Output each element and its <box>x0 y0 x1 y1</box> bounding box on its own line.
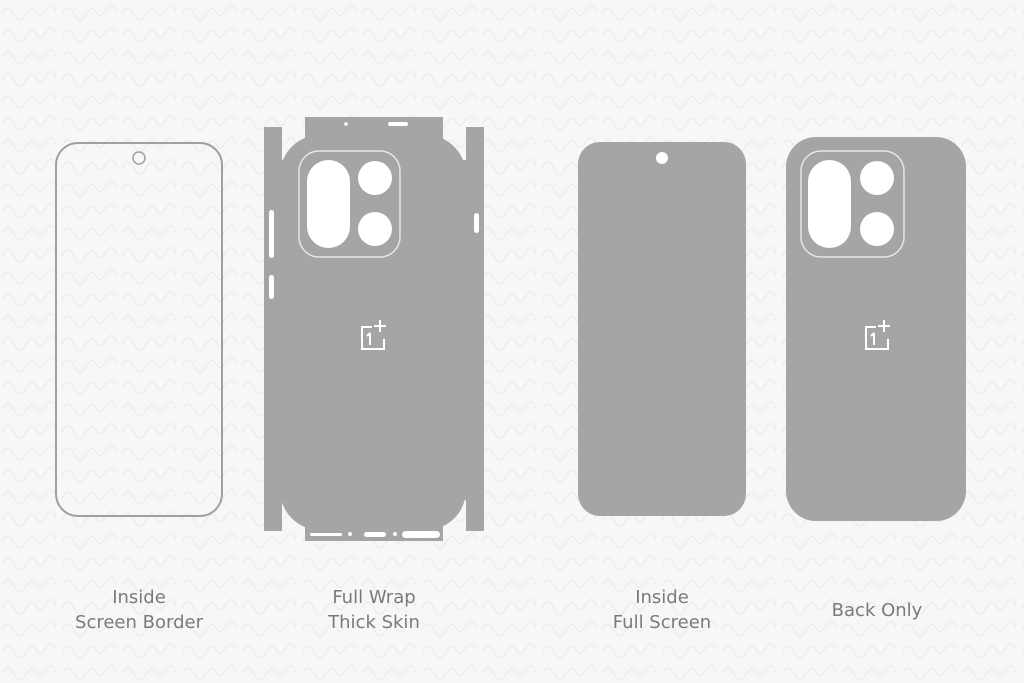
label-line-1: Full Wrap <box>332 587 416 608</box>
label-line-2: Thick Skin <box>328 612 420 633</box>
back-only-template <box>786 137 966 521</box>
inside-screen-border-template <box>55 142 223 517</box>
inside-full-screen-template <box>578 142 746 516</box>
camera-lens-cutout <box>358 212 392 246</box>
label-back-only: Back Only <box>767 598 987 623</box>
label-line-2: Full Screen <box>612 612 712 633</box>
oneplus-logo-icon <box>865 320 890 350</box>
label-line-2: Screen Border <box>75 612 203 633</box>
full-wrap-template <box>264 117 484 541</box>
label-full-wrap: Full Wrap Thick Skin <box>264 585 484 635</box>
punch-hole-cutout <box>656 152 668 164</box>
label-inside-screen-border: Inside Screen Border <box>29 585 249 635</box>
camera-island-outline <box>298 150 401 258</box>
label-inside-full-screen: Inside Full Screen <box>552 585 772 635</box>
label-line-1: Back Only <box>831 600 923 621</box>
punch-hole-cutout <box>132 151 146 165</box>
camera-lens-cutout <box>307 160 350 248</box>
label-line-1: Inside <box>112 587 166 608</box>
camera-lens-cutout <box>358 161 392 195</box>
label-line-1: Inside <box>635 587 689 608</box>
oneplus-logo-icon <box>361 320 386 350</box>
